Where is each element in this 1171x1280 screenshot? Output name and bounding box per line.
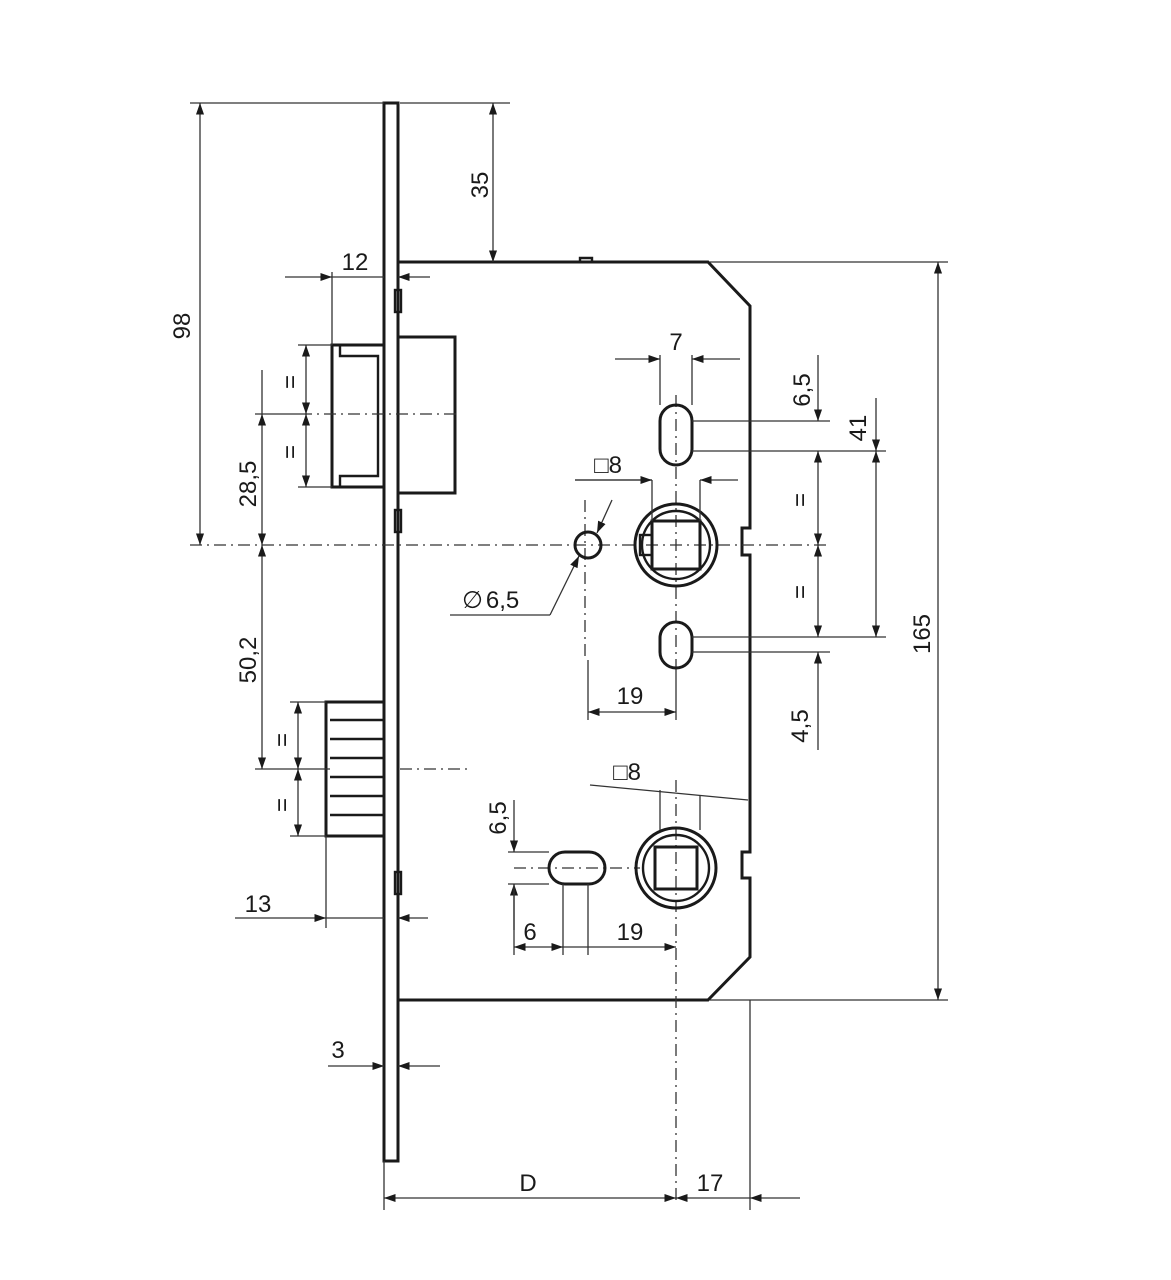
- dim-3-label: 3: [331, 1037, 344, 1064]
- deadbolt: [330, 335, 457, 495]
- dim-4-5-label: 4,5: [787, 709, 814, 742]
- dim-98: 98: [169, 102, 384, 545]
- dim-28-5-label: 28,5: [235, 461, 262, 508]
- upper-slot-top: [658, 403, 694, 467]
- equal-mark-2: =: [277, 445, 304, 459]
- dim-6-label: 6: [523, 919, 536, 946]
- center-lines: [190, 395, 830, 1205]
- dim-41: 41: [830, 398, 886, 638]
- lower-follower: [634, 826, 718, 910]
- dim-square-upper-label: □8: [594, 452, 622, 479]
- dim-19-upper: 19: [587, 660, 677, 720]
- dim-165: 165: [710, 261, 948, 1001]
- dim-19-lower-label: 19: [617, 919, 644, 946]
- dim-square-upper: □8: [575, 452, 738, 521]
- dim-7: 7: [615, 329, 740, 405]
- dim-165-label: 165: [909, 614, 936, 654]
- dim-3: 3: [328, 1037, 440, 1071]
- dim-12: 12: [285, 249, 430, 345]
- equal-mark-6: =: [787, 585, 814, 599]
- dim-backset: D 17: [383, 1000, 800, 1210]
- dim-12-label: 12: [342, 249, 369, 276]
- dim-35: 35: [400, 102, 510, 262]
- dim-28-5: 28,5: [235, 370, 300, 545]
- dim-square-lower-label: □8: [613, 759, 641, 786]
- lock-body: [398, 256, 752, 1002]
- dim-6-5-lower-label: 6,5: [485, 801, 512, 834]
- dim-screw-hole-label: ∅6,5: [462, 587, 519, 614]
- dim-deadbolt-equal: = =: [277, 344, 332, 488]
- dim-50-2: 50,2: [235, 545, 330, 770]
- upper-slot-bottom: [658, 620, 694, 670]
- dim-screw-hole: ∅6,5: [450, 499, 613, 616]
- lower-slot: [547, 850, 607, 886]
- dim-lower-slot: 6,5 6 19: [485, 800, 676, 955]
- dim-latch-equal: = =: [269, 701, 326, 837]
- dim-upper-right: 6,5 = = 4,5: [692, 355, 830, 750]
- dim-98-label: 98: [169, 313, 196, 340]
- equal-mark-3: =: [269, 733, 296, 747]
- equal-mark-4: =: [269, 798, 296, 812]
- dim-50-2-label: 50,2: [235, 637, 262, 684]
- latch-bolt: [324, 700, 386, 838]
- dim-19-upper-label: 19: [617, 683, 644, 710]
- upper-follower: [633, 502, 719, 588]
- dim-backset-label: D: [519, 1170, 536, 1197]
- faceplate: [382, 101, 403, 1163]
- dim-7-label: 7: [669, 329, 682, 356]
- dim-6-5-upper-label: 6,5: [789, 373, 816, 406]
- dim-square-lower: □8: [589, 759, 749, 830]
- dim-41-label: 41: [845, 415, 872, 442]
- equal-mark-5: =: [787, 493, 814, 507]
- dim-17-label: 17: [697, 1170, 724, 1197]
- dim-35-label: 35: [467, 172, 494, 199]
- equal-mark-1: =: [277, 375, 304, 389]
- screw-hole: [573, 530, 603, 560]
- dim-13: 13: [235, 836, 428, 928]
- dim-13-label: 13: [245, 891, 272, 918]
